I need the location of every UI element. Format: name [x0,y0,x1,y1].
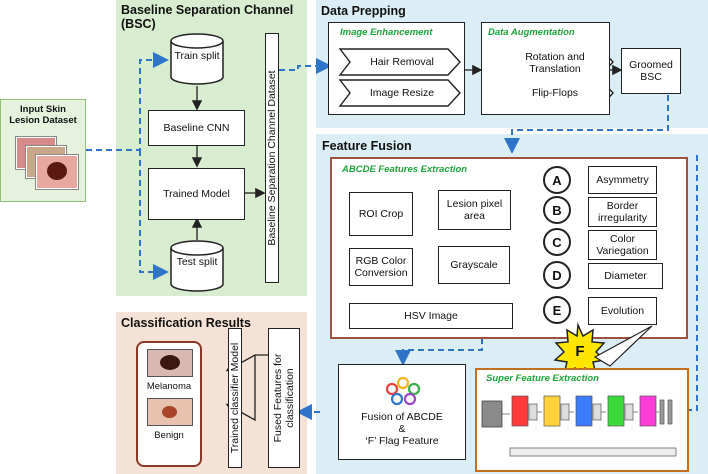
benign-label: Benign [154,430,184,441]
data-augmentation-box [481,22,610,115]
feature-asymmetry-box: Asymmetry [588,166,657,194]
super-feature-title: Super Feature Extraction [486,373,599,384]
test-split-label: Test split [176,256,218,268]
prepping-title: Data Prepping [321,4,406,18]
fusion-title: Feature Fusion [322,139,412,153]
fusion-abcde-box: Fusion of ABCDE&‘F’ Flag Feature [338,364,466,460]
bsc-dataset-box [265,33,279,283]
lesion-thumbnail-stack [16,137,78,195]
hair-removal-label: Hair Removal [370,56,434,68]
abcde-title: ABCDE Features Extraction [342,164,468,175]
classification-title: Classification Results [121,316,251,330]
trained-model-box: Trained Model [148,168,245,220]
roi-crop-box: ROI Crop [349,192,413,236]
bsc-title: Baseline Separation Channel(BSC) [121,3,294,31]
grayscale-box: Grayscale [438,246,510,284]
benign-thumbnail [147,398,193,426]
flip-flops-label: Flip-Flops [531,87,579,99]
feature-letter-a: A [543,166,571,194]
melanoma-label: Melanoma [146,381,192,392]
trained-classifier-box [228,328,242,468]
baseline-cnn-box: Baseline CNN [148,110,245,146]
feature-letter-e: E [543,296,571,324]
trained-classifier-label: Trained classifier Model [229,342,241,454]
data-augmentation-title: Data Augmentation [488,27,575,38]
fused-features-box [268,328,300,468]
flag-letter: F [575,343,585,360]
image-enhancement-title: Image Enhancement [340,27,433,38]
test-split-cylinder: Test split [170,240,224,292]
image-resize-label: Image Resize [369,87,435,99]
hsv-image-box: HSV Image [349,303,513,329]
feature-diameter-box: Diameter [588,263,663,289]
input-title: Input Skin Lesion Dataset [9,104,77,126]
feature-letter-d: D [543,261,571,289]
train-split-cylinder: Train split [170,33,224,85]
feature-letter-b: B [543,196,571,224]
feature-evolution-box: Evolution [588,297,657,325]
melanoma-thumbnail [147,349,193,377]
train-split-label: Train split [174,50,220,62]
feature-letter-c: C [543,228,571,256]
